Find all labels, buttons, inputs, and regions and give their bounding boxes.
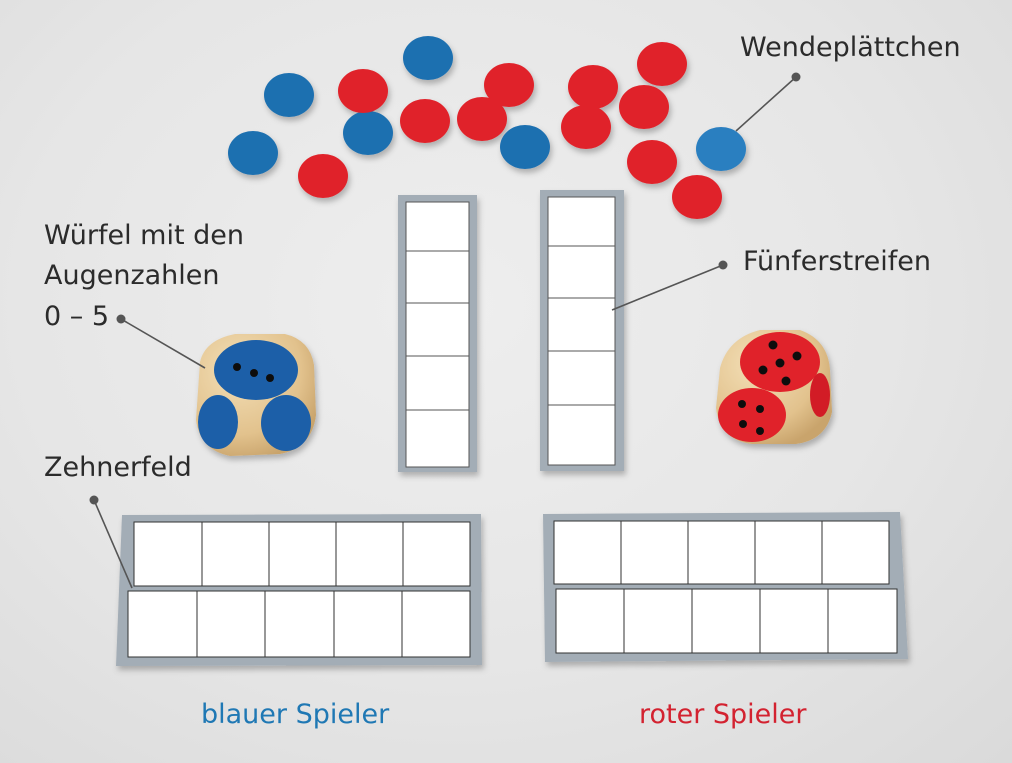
blue-die-side-face bbox=[261, 395, 311, 451]
red-counter bbox=[568, 65, 618, 109]
blue-counter bbox=[403, 36, 453, 80]
label-five-strip: Fünferstreifen bbox=[743, 246, 931, 277]
red-counter bbox=[619, 85, 669, 129]
caption-red-player: roter Spieler bbox=[639, 699, 807, 730]
red-counter bbox=[400, 99, 450, 143]
blue-counter bbox=[500, 125, 550, 169]
red-counter bbox=[338, 69, 388, 113]
leader-lines bbox=[89, 72, 801, 589]
five-strip-right bbox=[540, 190, 624, 471]
label-die-line2: Augenzahlen bbox=[44, 260, 220, 291]
blue-die bbox=[196, 334, 316, 456]
pip bbox=[758, 365, 768, 375]
caption-blue-player: blauer Spieler bbox=[201, 699, 390, 730]
label-counters: Wendeplättchen bbox=[740, 32, 961, 63]
pip bbox=[756, 427, 764, 435]
pip bbox=[792, 351, 802, 361]
ten-frame-red bbox=[543, 512, 908, 662]
red-counter bbox=[484, 63, 534, 107]
ten-frame-blue bbox=[116, 514, 482, 666]
pip bbox=[233, 363, 241, 371]
red-counter bbox=[672, 175, 722, 219]
blue-counter bbox=[264, 73, 314, 117]
red-counter bbox=[298, 154, 348, 198]
blue-counter bbox=[696, 127, 746, 171]
counters-group bbox=[228, 36, 746, 219]
pip bbox=[775, 358, 785, 368]
label-die-line3: 0 – 5 bbox=[44, 301, 110, 332]
red-counter bbox=[561, 105, 611, 149]
pip bbox=[266, 374, 274, 382]
label-die-line1: Würfel mit den bbox=[44, 220, 244, 251]
blue-counter bbox=[228, 131, 278, 175]
red-die bbox=[716, 330, 832, 444]
red-die-front-face bbox=[718, 388, 786, 442]
blue-counter bbox=[343, 111, 393, 155]
blue-die-side-face bbox=[198, 395, 238, 449]
pip bbox=[738, 400, 746, 408]
five-strip-left bbox=[398, 195, 477, 472]
red-counter bbox=[637, 42, 687, 86]
red-counter bbox=[627, 140, 677, 184]
pip bbox=[768, 340, 778, 350]
red-counter bbox=[457, 97, 507, 141]
red-die-side-face bbox=[810, 373, 830, 417]
label-ten-frame: Zehnerfeld bbox=[44, 452, 192, 483]
pip bbox=[739, 420, 747, 428]
pip bbox=[756, 405, 764, 413]
pip bbox=[781, 376, 791, 386]
pip bbox=[250, 369, 258, 377]
